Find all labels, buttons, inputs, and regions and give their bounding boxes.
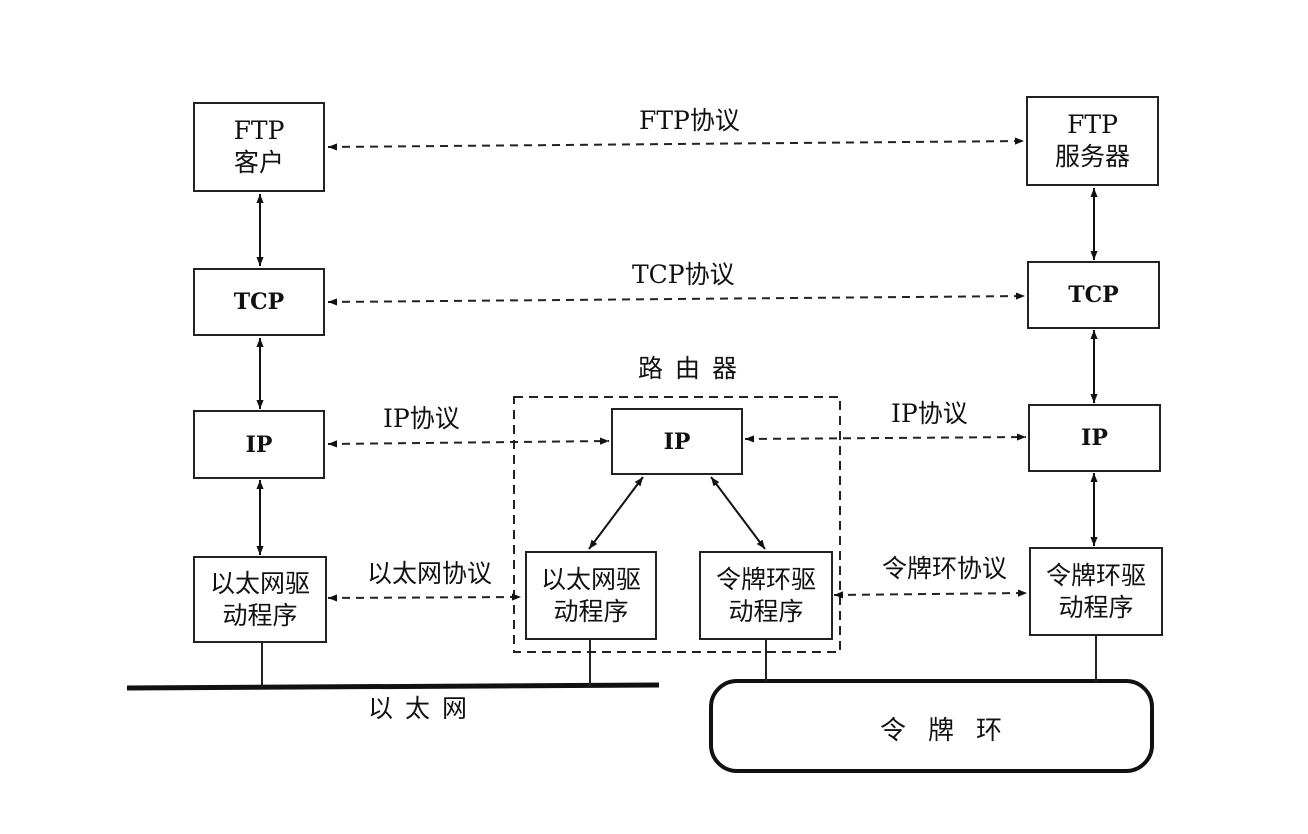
tcp-protocol-arrow bbox=[327, 292, 1026, 306]
left-driver-line1: 以太网驱 bbox=[209, 568, 310, 598]
router-tr-line1: 令牌环驱 bbox=[715, 564, 816, 594]
router-ip-box: IP bbox=[611, 408, 743, 475]
token-ring-protocol-arrow bbox=[833, 589, 1028, 599]
left-driver-line2: 动程序 bbox=[222, 600, 298, 630]
right-app-line1: FTP bbox=[1067, 110, 1118, 139]
ethernet-bus bbox=[126, 682, 660, 691]
ethernet-network-label: 以太网 bbox=[368, 694, 480, 723]
tcp-protocol-label: TCP协议 bbox=[632, 260, 735, 289]
left-app-line1: FTP bbox=[233, 116, 285, 145]
right-ftp-server-box: FTP 服务器 bbox=[1026, 96, 1159, 186]
router-tr-line2: 动程序 bbox=[728, 596, 804, 626]
ftp-protocol-label: FTP协议 bbox=[639, 106, 740, 135]
right-tcp-box: TCP bbox=[1027, 261, 1160, 329]
left-ethernet-driver-box: 以太网驱 动程序 bbox=[193, 556, 327, 643]
token-ring-protocol-label: 令牌环协议 bbox=[882, 554, 1008, 583]
ip-left-protocol-arrow bbox=[327, 437, 610, 448]
router-ip-eth-arrow bbox=[588, 476, 644, 550]
right-ip-label: IP bbox=[1081, 425, 1108, 451]
router-ethernet-driver-box: 以太网驱 动程序 bbox=[525, 551, 657, 640]
ip-right-protocol-arrow bbox=[744, 433, 1027, 443]
token-ring-shape bbox=[709, 679, 1154, 773]
router-token-ring-driver-box: 令牌环驱 动程序 bbox=[699, 551, 833, 640]
ethernet-protocol-arrow bbox=[327, 593, 522, 602]
left-app-line2: 客户 bbox=[233, 148, 284, 177]
ip-right-protocol-label: IP协议 bbox=[891, 399, 968, 428]
right-driver-line1: 令牌环驱 bbox=[1045, 560, 1146, 590]
router-boundary bbox=[513, 396, 841, 653]
right-app-line2: 服务器 bbox=[1054, 142, 1130, 171]
router-ip-tr-arrow bbox=[710, 476, 766, 550]
ethernet-protocol-label: 以太网协议 bbox=[367, 559, 493, 588]
right-driver-line2: 动程序 bbox=[1058, 592, 1134, 622]
router-title: 路由器 bbox=[638, 354, 750, 383]
left-ftp-client-box: FTP 客户 bbox=[193, 102, 325, 192]
left-ip-label: IP bbox=[245, 431, 273, 458]
ftp-protocol-arrow bbox=[327, 137, 1025, 151]
left-tcp-label: TCP bbox=[233, 289, 285, 315]
right-ip-box: IP bbox=[1028, 404, 1161, 472]
right-tcp-label: TCP bbox=[1068, 282, 1119, 308]
router-ip-label: IP bbox=[663, 428, 691, 455]
token-ring-network-label: 令牌环 bbox=[880, 716, 1025, 746]
right-token-ring-driver-box: 令牌环驱 动程序 bbox=[1029, 547, 1163, 636]
router-eth-line1: 以太网驱 bbox=[540, 564, 641, 594]
left-ip-box: IP bbox=[193, 410, 325, 479]
left-tcp-box: TCP bbox=[193, 268, 325, 336]
router-eth-line2: 动程序 bbox=[553, 596, 629, 626]
ip-left-protocol-label: IP协议 bbox=[383, 404, 460, 433]
